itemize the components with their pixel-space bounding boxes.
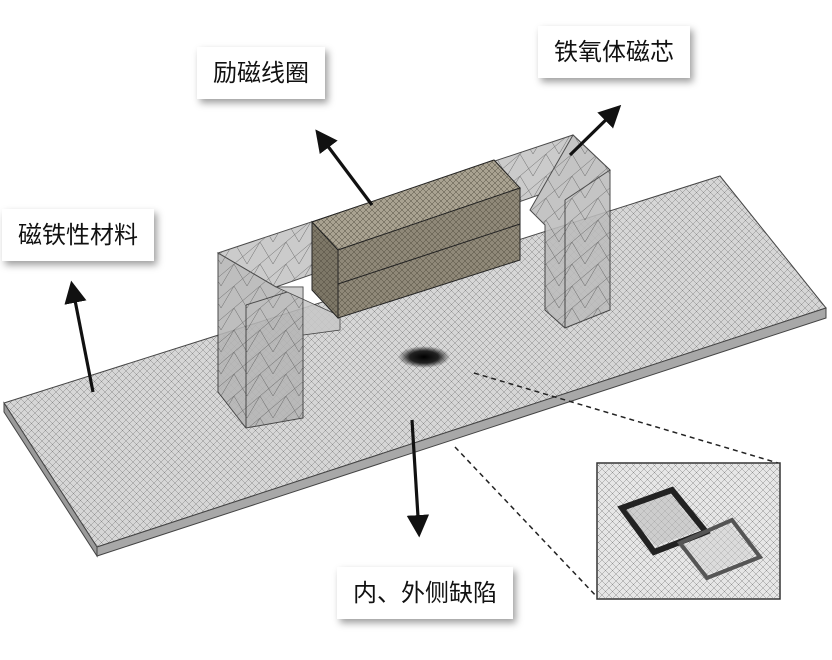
plate-right-side: [96, 307, 827, 557]
label-magnetic-material: 磁铁性材料: [2, 209, 154, 261]
label-ferrite-core: 铁氧体磁芯: [538, 26, 690, 78]
excitation-coil: [311, 159, 521, 320]
inset-leader-lines: [454, 372, 779, 599]
arrow-icon: [315, 129, 374, 206]
label-defects: 内、外侧缺陷: [337, 567, 513, 619]
arrow-icon: [64, 280, 95, 393]
defect-spot: [398, 346, 450, 368]
arrow-icon: [406, 419, 430, 538]
arrow-icon: [568, 104, 622, 157]
label-excitation-coil: 励磁线圈: [197, 47, 325, 99]
arrows: [64, 104, 622, 538]
magnified-defect-inset: [596, 462, 781, 600]
